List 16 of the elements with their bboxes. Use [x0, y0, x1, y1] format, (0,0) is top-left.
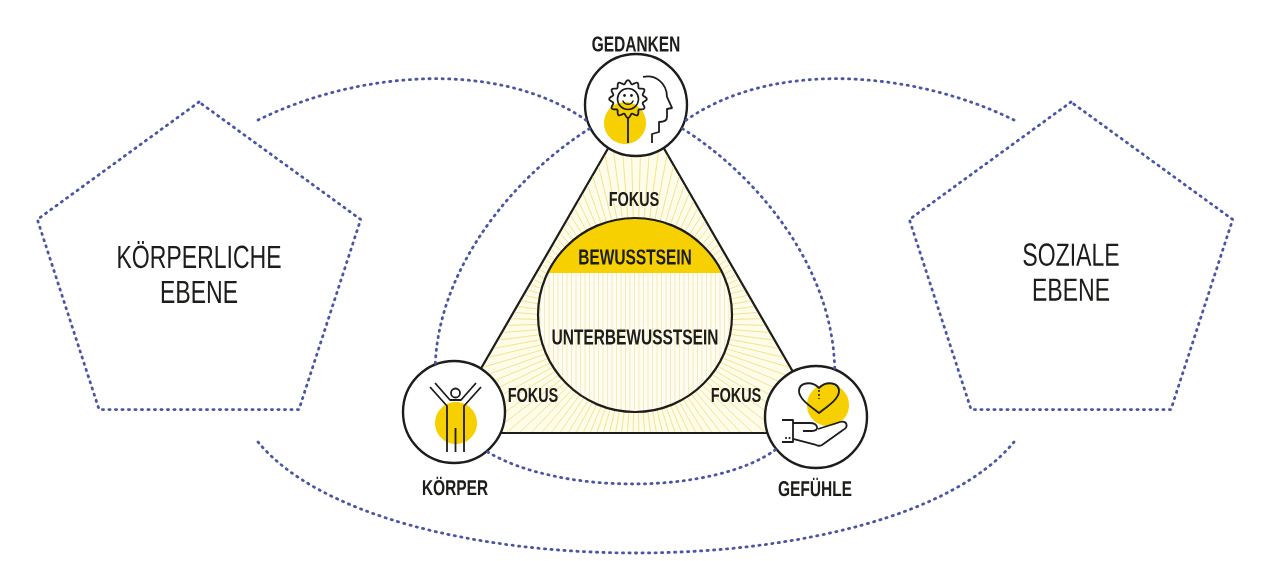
triangle-label: FOKUS	[711, 387, 761, 403]
pentagon-area: KÖRPERLICHE EBENE	[35, 100, 363, 411]
node-label: GEDANKEN	[592, 36, 680, 52]
dotted-arc	[684, 77, 1016, 122]
circle-label: BEWUSSTSEIN	[579, 249, 691, 265]
triangle-label: FOKUS	[508, 387, 558, 403]
dotted-arc	[486, 448, 777, 486]
node-label: KÖRPER	[422, 476, 488, 496]
triangle-label: FOKUS	[609, 191, 659, 207]
dotted-arc	[256, 77, 588, 122]
dotted-arc	[256, 440, 1016, 555]
dotted-arc	[433, 127, 591, 365]
node-label: GEFÜHLE	[778, 477, 852, 497]
circle-label: UNTERBEWUSSTSEIN	[552, 329, 718, 345]
dotted-arc	[681, 127, 837, 370]
pentagon-area: SOZIALE EBENE	[907, 100, 1235, 411]
